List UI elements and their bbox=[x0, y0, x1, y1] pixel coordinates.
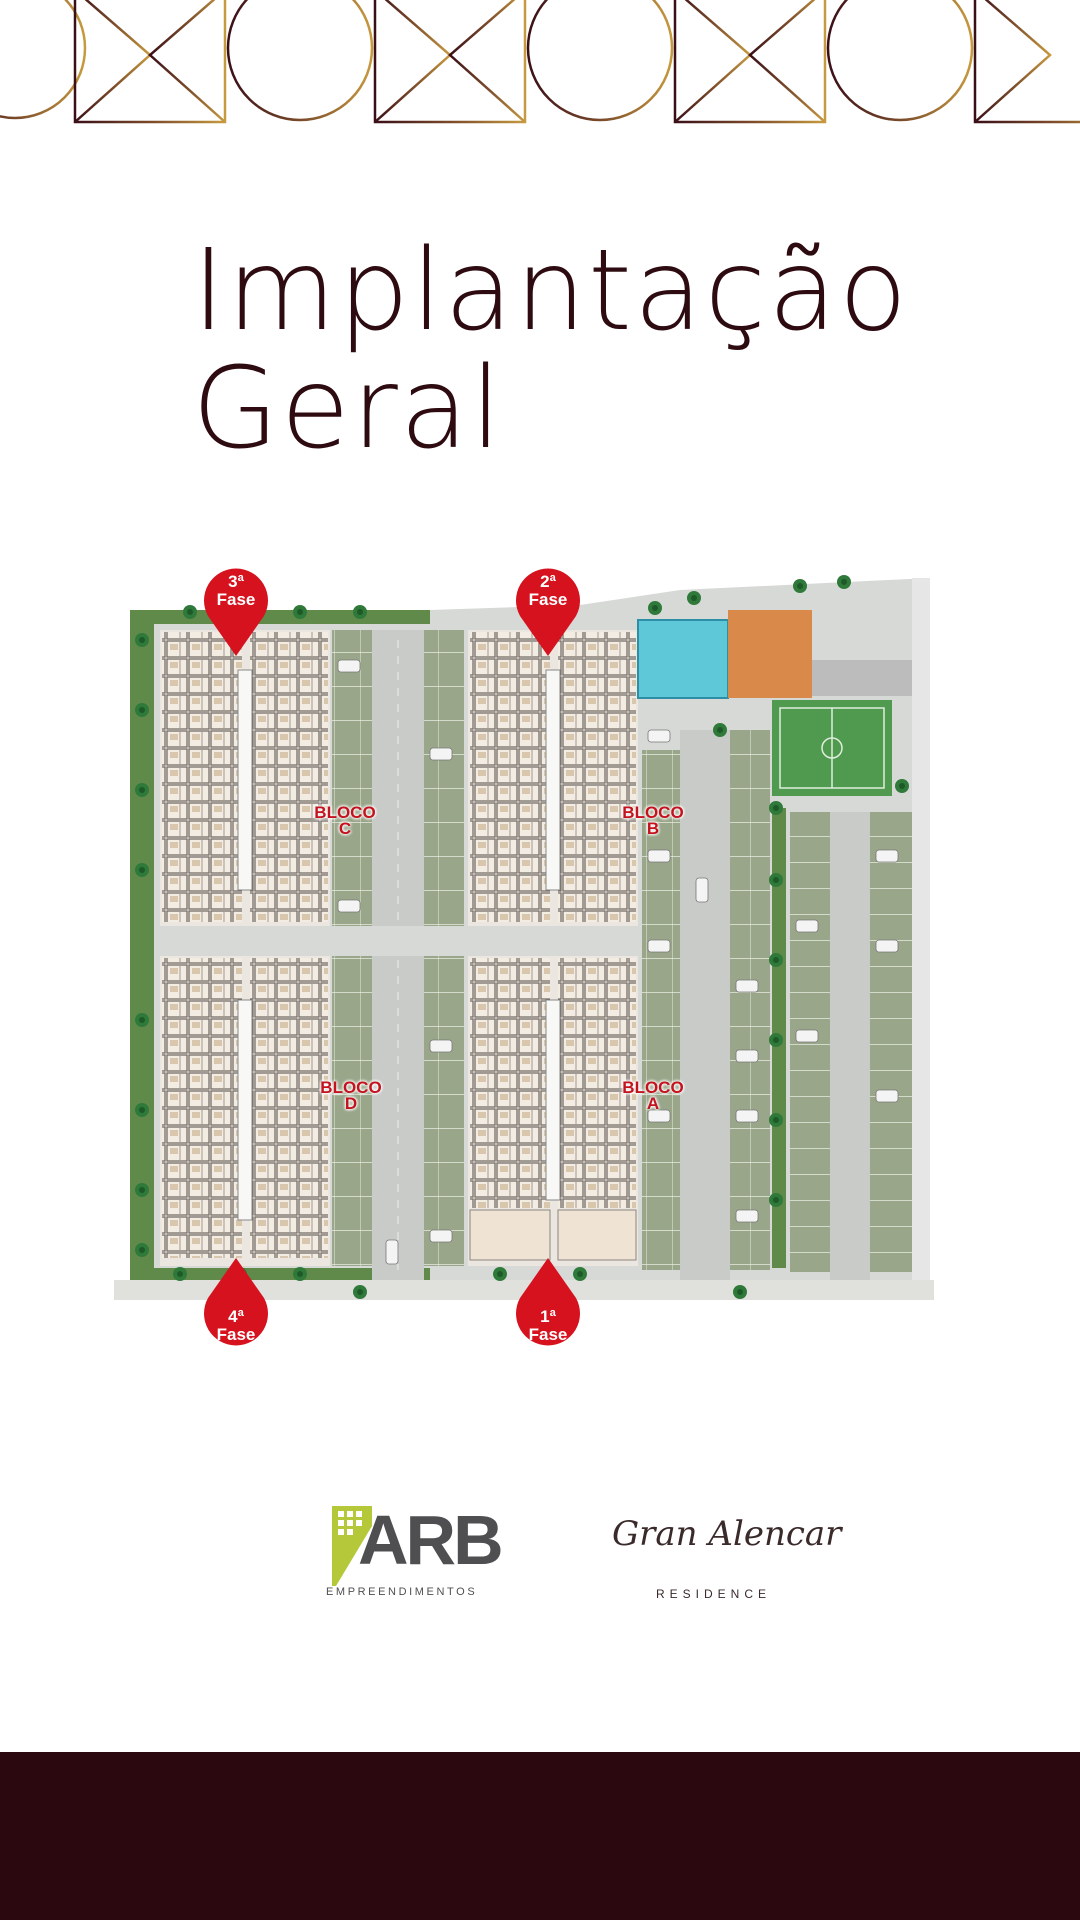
phase-2-pin: 2ª Fase bbox=[510, 560, 586, 658]
bloco-d-label-word: BLOCO bbox=[320, 1078, 382, 1097]
phase-4-pin-number: 4ª bbox=[228, 1307, 244, 1326]
phase-1-pin-number: 1ª bbox=[540, 1307, 556, 1326]
page-title-line2: Geral bbox=[192, 344, 504, 474]
phase-3-pin: 3ª Fase bbox=[198, 560, 274, 658]
site-plan-map bbox=[114, 575, 934, 1300]
bloco-c-label-letter: C bbox=[338, 819, 352, 838]
arb-logo: ARB EMPREENDIMENTOS bbox=[318, 1498, 504, 1608]
phase-2-pin-number: 2ª bbox=[540, 572, 556, 591]
bloco-a-label-letter: A bbox=[646, 1094, 660, 1113]
header-pattern bbox=[0, 0, 1080, 124]
page-title: Implantação Geral bbox=[192, 232, 909, 468]
page-title-line1: Implantação bbox=[192, 226, 910, 356]
gran-alencar-logo: Gran Alencar RESIDENCE bbox=[606, 1500, 841, 1610]
bloco-d-label-letter: D bbox=[344, 1094, 358, 1113]
phase-4-pin-label: Fase bbox=[216, 1325, 256, 1344]
bloco-b-label-letter: B bbox=[646, 819, 660, 838]
phase-2-pin-label: Fase bbox=[528, 590, 568, 609]
gran-alencar-logo-tagline: RESIDENCE bbox=[656, 1587, 772, 1601]
phase-3-pin-number: 3ª bbox=[228, 572, 244, 591]
bloco-c-label-word: BLOCO bbox=[314, 803, 376, 822]
arb-logo-tagline: EMPREENDIMENTOS bbox=[326, 1586, 478, 1598]
bloco-b-label-word: BLOCO bbox=[622, 803, 684, 822]
arb-logo-name: ARB bbox=[358, 1501, 504, 1579]
bloco-c-label: BLOCO C bbox=[310, 803, 380, 838]
building-icon bbox=[332, 1506, 372, 1586]
bloco-a-label: BLOCO A bbox=[618, 1078, 688, 1113]
gran-alencar-logo-name: Gran Alencar bbox=[612, 1514, 842, 1554]
bloco-d-label: BLOCO D bbox=[316, 1078, 386, 1113]
footer-bar bbox=[0, 1752, 1080, 1920]
phase-1-pin-label: Fase bbox=[528, 1325, 568, 1344]
phase-3-pin-label: Fase bbox=[216, 590, 256, 609]
bloco-b-label: BLOCO B bbox=[618, 803, 688, 838]
phase-1-pin: 1ª Fase bbox=[510, 1256, 586, 1354]
phase-4-pin: 4ª Fase bbox=[198, 1256, 274, 1354]
bloco-a-label-word: BLOCO bbox=[622, 1078, 684, 1097]
